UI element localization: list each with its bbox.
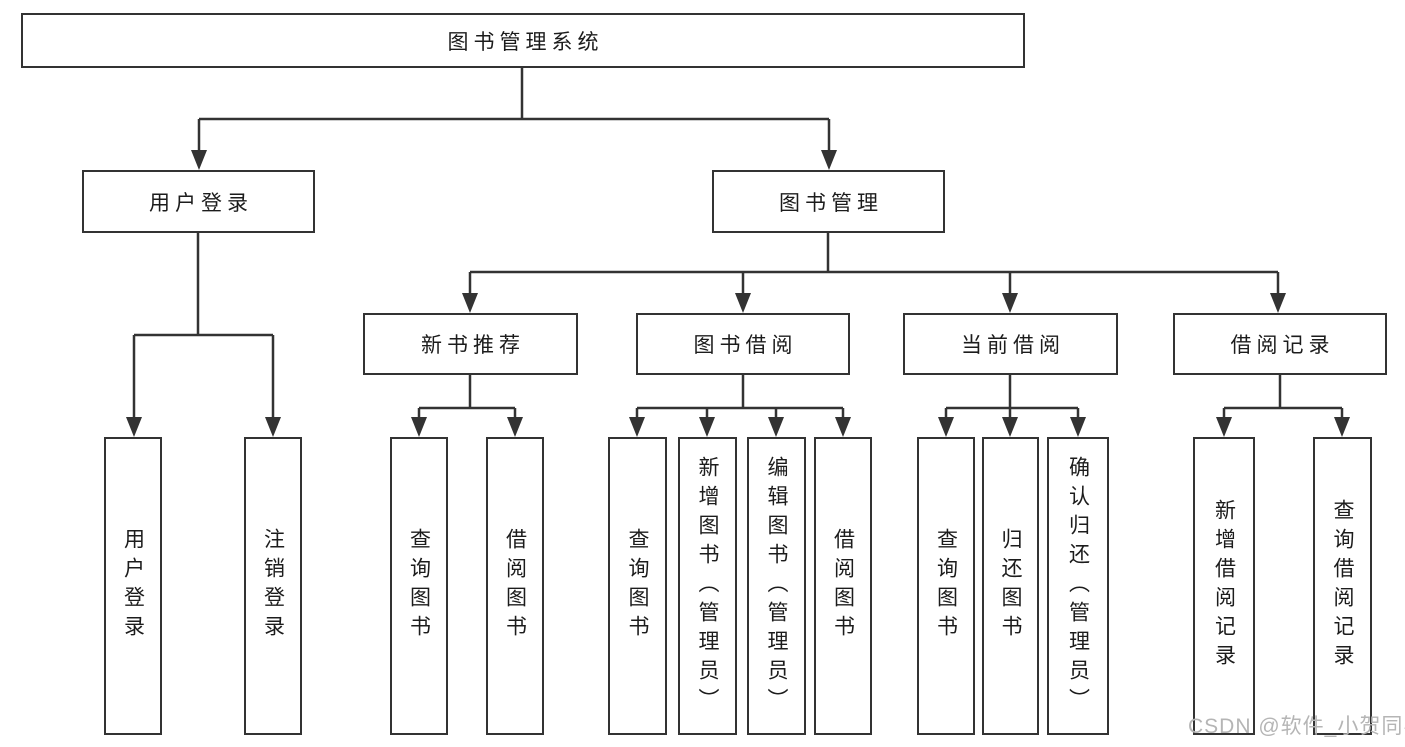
node-label: 编辑图书（管理员）	[765, 455, 789, 717]
arrow-heads	[126, 150, 1350, 437]
leaf-user-login: 用户登录	[104, 437, 162, 735]
node-new-book-recommend: 新书推荐	[363, 313, 578, 375]
node-label: 借阅图书	[831, 528, 855, 644]
node-label: 借阅记录	[1230, 334, 1335, 357]
node-label: 注销登录	[261, 528, 285, 644]
node-label: 新书推荐	[421, 334, 525, 357]
node-label: 图书管理系统	[447, 30, 604, 54]
leaf-add-borrow-record: 新增借阅记录	[1193, 437, 1255, 735]
leaf-add-book-admin: 新增图书（管理员）	[678, 437, 737, 735]
node-label: 查询图书	[934, 528, 958, 644]
node-label: 当前借阅	[961, 334, 1065, 357]
leaf-query-books-recommend: 查询图书	[390, 437, 448, 735]
node-label: 用户登录	[149, 191, 253, 215]
leaf-return-books: 归还图书	[982, 437, 1039, 735]
node-current-borrowing: 当前借阅	[903, 313, 1118, 375]
watermark: CSDN @软件_小贺同学	[1188, 715, 1405, 738]
leaf-query-books-borrowing: 查询图书	[608, 437, 667, 735]
node-label: 图书借阅	[693, 334, 798, 357]
node-label: 新增图书（管理员）	[696, 455, 720, 717]
node-book-management: 图书管理	[712, 170, 945, 233]
node-borrow-records: 借阅记录	[1173, 313, 1387, 375]
leaf-query-books-current: 查询图书	[917, 437, 975, 735]
node-label: 查询借阅记录	[1331, 499, 1355, 673]
node-label: 新增借阅记录	[1212, 499, 1236, 673]
leaf-query-borrow-record: 查询借阅记录	[1313, 437, 1372, 735]
leaf-borrow-books: 借阅图书	[814, 437, 872, 735]
leaf-logout: 注销登录	[244, 437, 302, 735]
node-label: 图书管理	[779, 191, 883, 215]
node-system-root: 图书管理系统	[21, 13, 1025, 68]
node-book-borrowing: 图书借阅	[636, 313, 850, 375]
leaf-confirm-return-admin: 确认归还（管理员）	[1047, 437, 1109, 735]
node-label: 借阅图书	[503, 528, 527, 644]
node-label: 用户登录	[121, 528, 145, 644]
node-label: 确认归还（管理员）	[1066, 455, 1090, 717]
node-user-login: 用户登录	[82, 170, 315, 233]
node-label: 查询图书	[626, 528, 650, 644]
node-label: 查询图书	[407, 528, 431, 644]
node-label: 归还图书	[999, 528, 1023, 644]
leaf-borrow-books-recommend: 借阅图书	[486, 437, 544, 735]
leaf-edit-book-admin: 编辑图书（管理员）	[747, 437, 806, 735]
